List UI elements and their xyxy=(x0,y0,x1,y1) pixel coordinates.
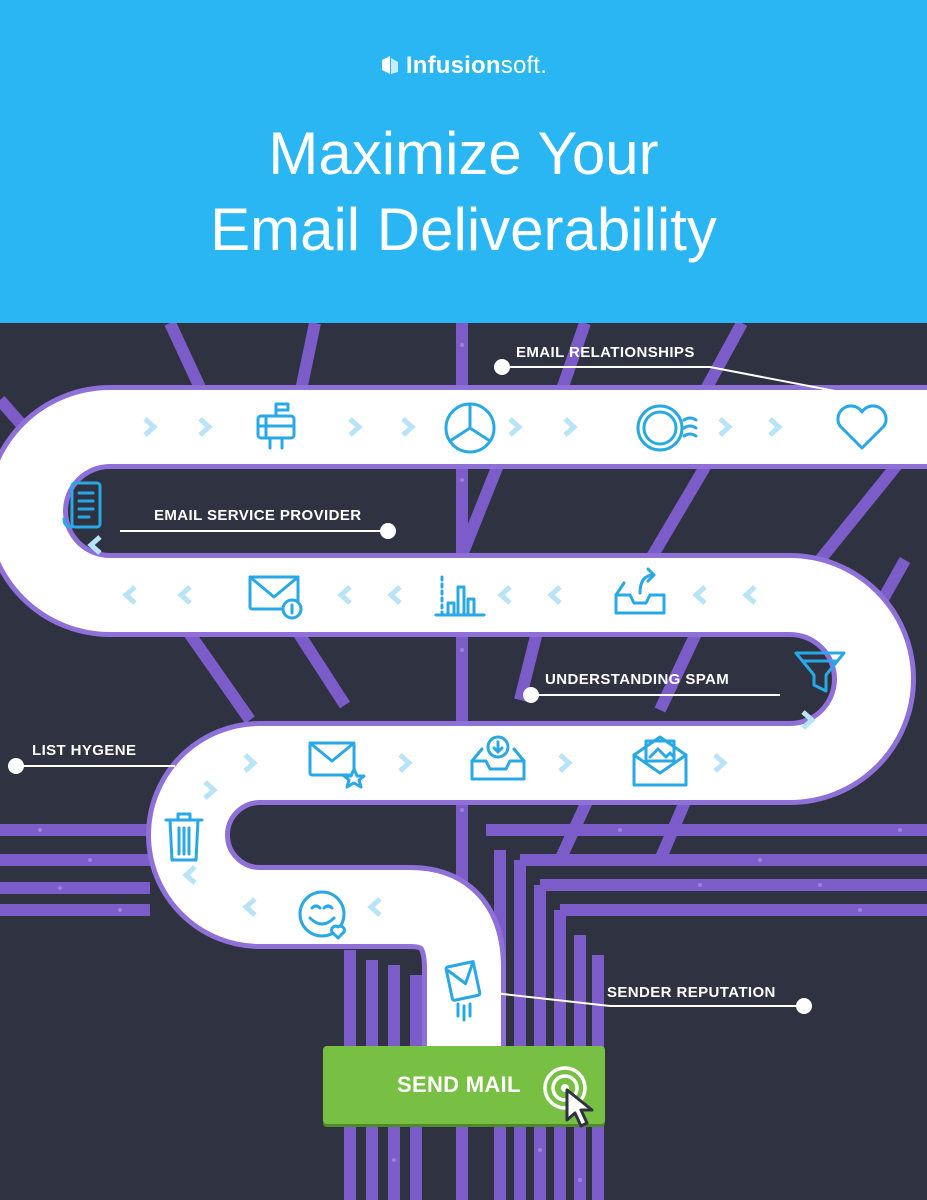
envelope-notification-icon xyxy=(248,575,303,620)
smiley-heart-icon xyxy=(298,890,346,940)
page-title: Maximize Your Email Deliverability xyxy=(0,116,927,268)
filter-funnel-icon xyxy=(794,651,846,693)
send-mail-button[interactable]: SEND MAIL xyxy=(323,1046,605,1128)
label-email-service-provider: EMAIL SERVICE PROVIDER xyxy=(154,507,362,524)
scroll-document-icon xyxy=(62,481,102,529)
callout-dot-email-relationships xyxy=(494,359,510,375)
track-dots xyxy=(38,343,902,1182)
click-cursor-icon xyxy=(543,1066,594,1128)
sent-envelope-icon xyxy=(444,960,482,1022)
label-email-relationships: EMAIL RELATIONSHIPS xyxy=(516,344,695,361)
title-line-2: Email Deliverability xyxy=(210,196,717,263)
title-line-1: Maximize Your xyxy=(268,120,659,187)
infusionsoft-logo-icon xyxy=(381,56,398,74)
callout-dot-list-hygene xyxy=(8,758,24,774)
callout-dot-email-service-provider xyxy=(380,523,396,539)
brand-trademark: . xyxy=(540,52,548,79)
callout-dot-sender-reputation xyxy=(796,998,812,1014)
inbox-download-icon xyxy=(470,735,526,781)
trash-can-icon xyxy=(164,812,204,862)
label-sender-reputation: SENDER REPUTATION xyxy=(607,984,776,1001)
brand-logo: Infusionsoft. xyxy=(0,52,927,80)
bar-chart-icon xyxy=(434,571,486,617)
postmark-icon xyxy=(636,404,698,452)
outbox-tray-icon xyxy=(614,567,666,615)
brand-name-light: soft xyxy=(500,52,541,79)
callout-lines xyxy=(16,366,841,1007)
callout-dots xyxy=(8,359,812,1014)
delivery-road xyxy=(0,385,927,1046)
envelope-star-icon xyxy=(308,741,366,789)
send-mail-label: SEND MAIL xyxy=(397,1072,521,1097)
photo-envelope-icon xyxy=(632,735,688,787)
brand-name-bold: Infusion xyxy=(405,52,501,79)
header-banner: Infusionsoft. Maximize Your Email Delive… xyxy=(0,0,927,323)
heart-icon xyxy=(836,404,888,450)
callout-dot-understanding-spam xyxy=(523,687,539,703)
mailbox-icon xyxy=(256,402,296,450)
label-list-hygene: LIST HYGENE xyxy=(32,742,137,759)
pie-chart-icon xyxy=(444,402,496,454)
label-understanding-spam: UNDERSTANDING SPAM xyxy=(545,671,730,688)
